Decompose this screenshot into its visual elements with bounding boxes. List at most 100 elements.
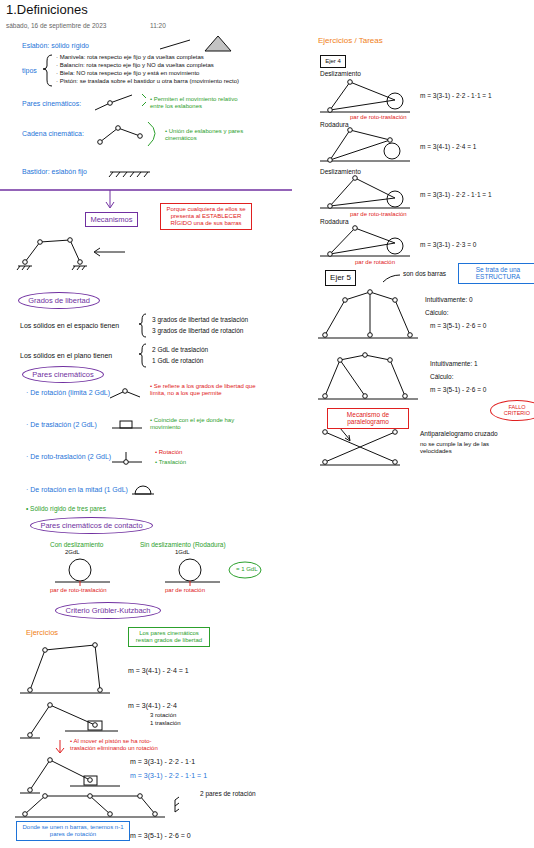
note-text: Cálculo: — [425, 309, 448, 316]
joint-symbol — [343, 298, 348, 303]
note-text: no se cumple la ley de las velocidades — [420, 441, 520, 455]
joint-symbol — [323, 333, 328, 338]
note-text: · Biela: NO rota respecto eje fijo y est… — [56, 70, 199, 77]
note-text: Antiparalelogramo cruzado — [420, 430, 498, 437]
joint-symbol — [28, 788, 33, 793]
joint-symbol — [393, 298, 398, 303]
joint-symbol — [403, 394, 408, 399]
joint-symbol — [368, 290, 373, 295]
note-text: Sin deslizamiento (Rodadura) — [140, 541, 226, 548]
node-text: Se trata de una ESTRUCTURA — [463, 266, 533, 281]
note-text: Bastidor: eslabón fijo — [22, 168, 87, 176]
joint-symbol — [88, 794, 93, 799]
note-text: m = 3(4-1) - 2·4 — [128, 702, 177, 710]
node-text: Ejer 4 — [325, 58, 341, 65]
joint-symbol — [98, 140, 103, 145]
joint-symbol — [353, 176, 358, 181]
note-box: Mecanismos — [85, 212, 138, 227]
joint-symbol — [38, 240, 43, 245]
note-text: • Al mover el pistón se ha roto-traslaci… — [70, 738, 170, 752]
note-text: Pares cinemáticos: — [22, 100, 81, 108]
note-box: Ejer 4 — [320, 55, 346, 68]
node-text: Ejer 5 — [330, 273, 351, 282]
note-text: Deslizamiento — [320, 70, 361, 77]
note-text: par de roto-traslación — [350, 211, 407, 218]
note-text: • Sólido rígido de tres pares — [26, 505, 106, 512]
joint-symbol — [116, 126, 121, 131]
note-text: · Pistón: se traslada sobre el bastidor … — [56, 78, 239, 85]
note-text: par de rotación — [355, 259, 395, 266]
joint-symbol — [338, 358, 343, 363]
note-text: Eslabón: sólido rígido — [22, 42, 89, 50]
note-text: par de rotación — [165, 587, 205, 594]
note-text: · Balancín: rota respecto eje fijo y NO … — [56, 62, 214, 69]
joint-symbol — [328, 108, 333, 113]
joint-symbol — [98, 688, 103, 693]
note-text: m = 3(3-1) - 2·3 = 0 — [420, 241, 476, 248]
note-text: Cadena cinemática: — [22, 130, 84, 138]
note-text: m = 3(3-1) - 2·2 - 1·1 = 1 — [420, 92, 492, 99]
note-text: m = 3(5-1) - 2·6 = 0 — [430, 322, 486, 329]
note-box: Se trata de una ESTRUCTURA — [458, 263, 534, 284]
note-text: Rodadura — [320, 218, 349, 225]
joint-symbol — [363, 353, 368, 358]
joint-symbol — [393, 460, 398, 465]
note-text: • Se refiere a los grados de libertad qu… — [150, 383, 262, 397]
note-text: par de roto-traslación — [50, 587, 107, 594]
note-text: • Coincide con el eje donde hay movimien… — [150, 417, 250, 431]
note-text: · De rotación (limita 2 GdL) — [26, 389, 110, 397]
note-text: sábado, 16 de septiembre de 2023 — [6, 22, 106, 29]
joint-symbol — [323, 430, 328, 435]
joint-symbol — [388, 358, 393, 363]
note-text: 3 rotación — [150, 712, 176, 719]
joint-symbol — [93, 723, 98, 728]
note-text: son dos barras — [403, 270, 446, 277]
heading-oval: Pares cinemáticos de contacto — [30, 517, 153, 534]
joint-symbol — [23, 260, 28, 265]
node-text: Mecanismo de paralelogramo — [332, 411, 404, 426]
joint-symbol — [323, 394, 328, 399]
note-text: tipos — [22, 67, 37, 75]
note-text: · De traslación (2 GdL) — [26, 421, 97, 429]
joint-symbol — [368, 333, 373, 338]
note-text: · De roto-traslación (2 GdL) — [26, 453, 111, 461]
heading-oval: Grados de libertad — [18, 292, 100, 309]
node-text: Donde se unen n barras, tenemos n-1 pare… — [21, 824, 125, 838]
joint-symbol — [353, 226, 358, 231]
note-text: Cálculo: — [430, 373, 453, 380]
joint-symbol — [48, 703, 53, 708]
joint-symbol — [123, 389, 128, 394]
joint-symbol — [328, 158, 333, 163]
note-text: • Traslación — [155, 459, 186, 466]
node-text: Grados de libertad — [28, 297, 90, 306]
node-text: FALLO CRITERIO — [500, 404, 534, 417]
joint-symbol — [124, 460, 129, 465]
note-text: 1GdL — [175, 549, 190, 556]
joint-symbol — [108, 812, 113, 817]
joint-symbol — [363, 394, 368, 399]
note-text: Ejercicios — [26, 629, 58, 638]
joint-symbol — [108, 101, 113, 106]
node-text: Criterio Grübler-Kutzbach — [65, 607, 150, 616]
joint-symbol — [23, 812, 28, 817]
note-text: Los sólidos en el plano tienen — [20, 352, 112, 360]
note-box: Mecanismo de paralelogramo — [327, 408, 409, 429]
node-text: Pares cinemáticos — [32, 371, 93, 380]
joint-symbol — [88, 778, 93, 783]
node-text: Porque cualquiera de ellos se presenta a… — [165, 206, 247, 227]
note-text: Intuitivamente: 0 — [425, 296, 473, 303]
joint-symbol — [48, 758, 53, 763]
note-text: Con deslizamiento — [50, 541, 103, 548]
note-text: 2GdL — [65, 549, 80, 556]
note-text: Los sólidos en el espacio tienen — [20, 322, 119, 330]
note-text: 11:20 — [150, 22, 166, 29]
note-text: Ejercicios / Tareas — [318, 36, 383, 45]
note-text: Rodadura — [320, 121, 349, 128]
note-text: m = 3(4-1) - 2·4 = 1 — [420, 143, 476, 150]
note-box: Ejer 5 — [325, 270, 356, 286]
note-box: Porque cualquiera de ellos se presenta a… — [160, 203, 252, 230]
joint-symbol — [323, 460, 328, 465]
joint-symbol — [348, 128, 353, 133]
note-text: 1 traslación — [150, 720, 181, 727]
joint-symbol — [388, 138, 393, 143]
